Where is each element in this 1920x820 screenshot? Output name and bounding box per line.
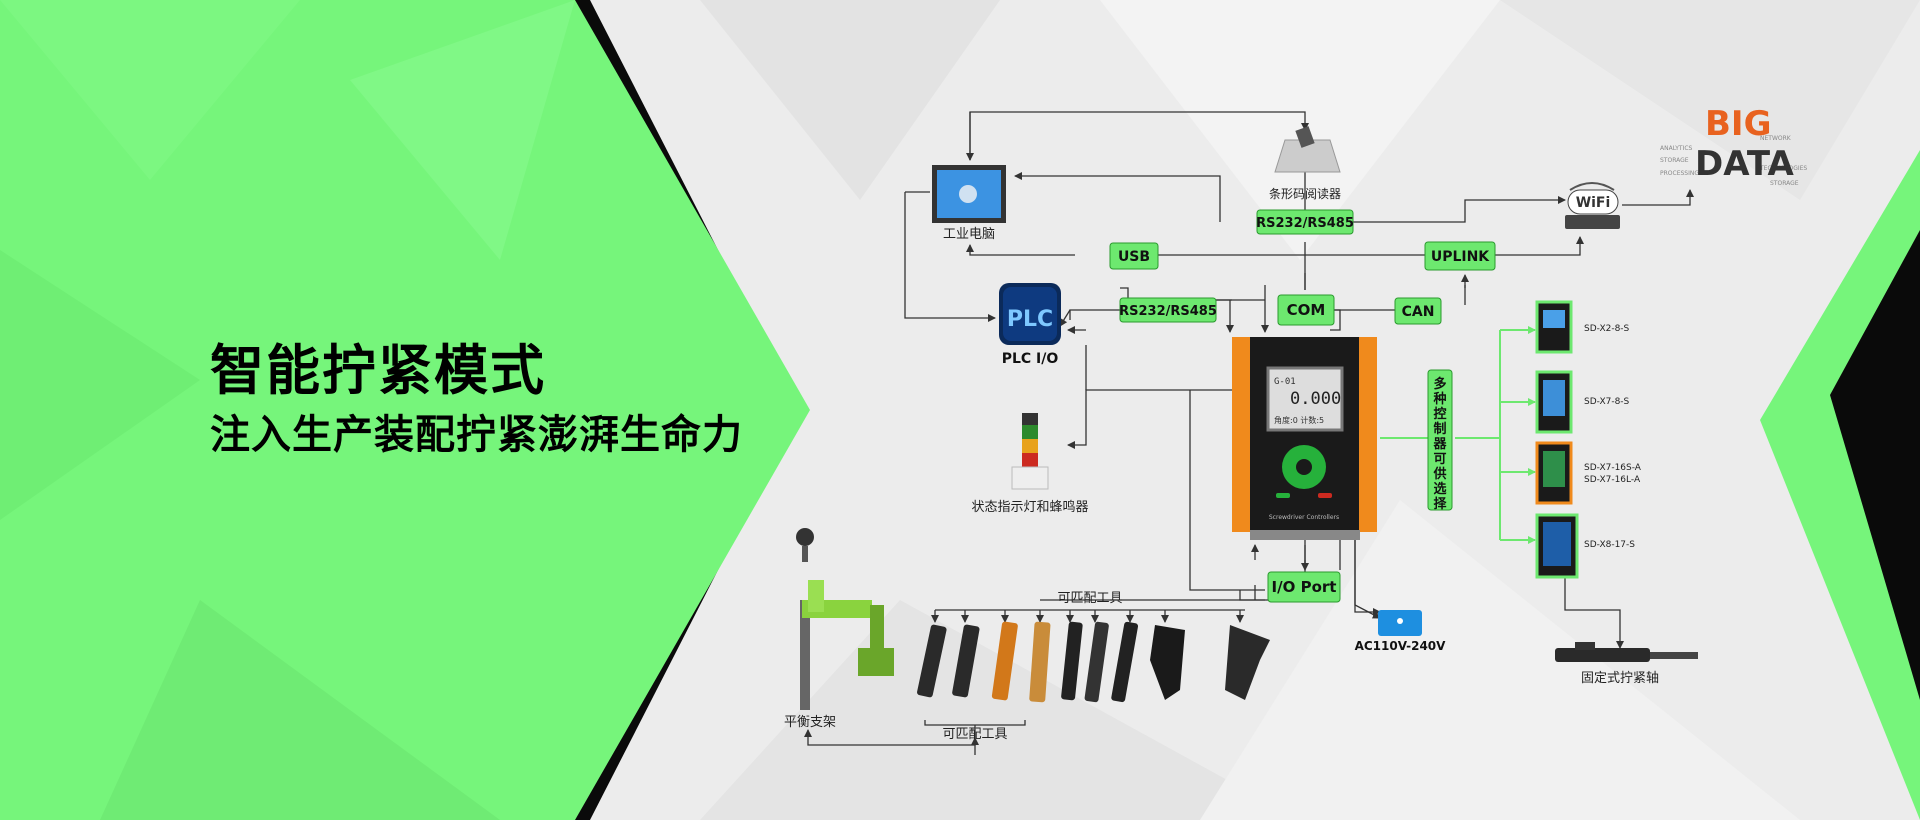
barcode-reader	[1274, 126, 1341, 173]
tool-set	[917, 621, 1270, 703]
controller-model-4: SD-X8-17-S	[1584, 540, 1635, 550]
svg-text:G-01: G-01	[1274, 377, 1296, 387]
port-rs232-mid: RS232/RS485	[1119, 297, 1217, 323]
status-light	[1011, 413, 1049, 490]
svg-text:STORAGE: STORAGE	[1660, 157, 1689, 164]
svg-text:UPLINK: UPLINK	[1431, 249, 1490, 265]
svg-text:TECHNOLOGIES: TECHNOLOGIES	[1759, 165, 1807, 172]
plc-logo: PLC	[1007, 307, 1053, 332]
controller-option-3	[1535, 441, 1573, 505]
balance-arm-label: 平衡支架	[784, 715, 836, 730]
controller-screen	[1266, 366, 1344, 432]
controller-model-2: SD-X7-8-S	[1584, 397, 1630, 407]
plc-device: PLC	[999, 283, 1061, 345]
port-uplink: UPLINK	[1424, 241, 1496, 271]
svg-text:PROCESSING: PROCESSING	[1660, 170, 1699, 177]
banner-title: 智能拧紧模式	[210, 339, 546, 402]
port-usb: USB	[1109, 242, 1159, 270]
tools-top-label: 可匹配工具	[1057, 591, 1122, 606]
controller-model-3b: SD-X7-16L-A	[1584, 475, 1641, 485]
svg-text:0.000: 0.000	[1290, 389, 1341, 409]
controller-option-2	[1535, 370, 1573, 434]
fixed-spindle	[1555, 642, 1698, 662]
controller-option-1	[1535, 300, 1573, 354]
right-black-wedge	[1830, 230, 1920, 700]
svg-text:RS232/RS485: RS232/RS485	[1256, 216, 1354, 231]
wifi-router: WiFi	[1565, 182, 1620, 229]
wifi-icon: WiFi	[1576, 195, 1611, 211]
port-com: COM	[1277, 294, 1335, 326]
controller-selector-text: 多种控制器可供选择	[1432, 376, 1447, 512]
status-light-label: 状态指示灯和蜂鸣器	[971, 499, 1088, 515]
plc-label: PLC I/O	[1002, 351, 1059, 367]
power-label: AC110V-240V	[1355, 639, 1447, 653]
svg-text:CAN: CAN	[1402, 304, 1435, 320]
svg-text:Screwdriver Controllers: Screwdriver Controllers	[1269, 514, 1339, 521]
data-text: DATA	[1695, 144, 1794, 184]
balance-arm	[796, 528, 894, 710]
port-rs232-top: RS232/RS485	[1256, 209, 1354, 235]
svg-text:I/O Port: I/O Port	[1272, 578, 1337, 596]
controller-option-4	[1535, 513, 1579, 579]
port-can: CAN	[1394, 297, 1442, 325]
big-text: BIG	[1705, 104, 1771, 144]
controller-model-3a: SD-X7-16S-A	[1584, 463, 1642, 473]
big-data-word-cloud: ANALYTICS STORAGE TECHNOLOGIES STORAGE PROC…	[1660, 104, 1807, 187]
svg-text:ANALYTICS: ANALYTICS	[1660, 145, 1693, 152]
controller-model-1: SD-X2-8-S	[1584, 324, 1630, 334]
controller-selector-label: 多种控制器可供选择	[1427, 369, 1453, 512]
banner-subtitle: 注入生产装配拧紧澎湃生命力	[210, 412, 743, 458]
windows-icon	[959, 185, 977, 203]
barcode-reader-label: 条形码阅读器	[1269, 187, 1341, 201]
industrial-pc	[932, 165, 1006, 223]
port-io: I/O Port	[1267, 571, 1341, 603]
svg-text:NETWORK: NETWORK	[1760, 135, 1792, 142]
fixed-spindle-label: 固定式拧紧轴	[1581, 671, 1659, 686]
power-supply	[1378, 610, 1422, 636]
tools-bottom-label: 可匹配工具	[942, 727, 1007, 742]
svg-text:角度:0 计数:5: 角度:0 计数:5	[1274, 415, 1324, 425]
svg-text:STORAGE: STORAGE	[1770, 180, 1799, 187]
industrial-pc-label: 工业电脑	[943, 227, 995, 242]
screwdriver-controller: G-01 0.000 角度:0 计数:5 Screwdriver Control…	[1232, 337, 1377, 540]
svg-text:USB: USB	[1118, 249, 1150, 265]
svg-text:COM: COM	[1287, 301, 1326, 319]
svg-text:RS232/RS485: RS232/RS485	[1119, 304, 1217, 319]
